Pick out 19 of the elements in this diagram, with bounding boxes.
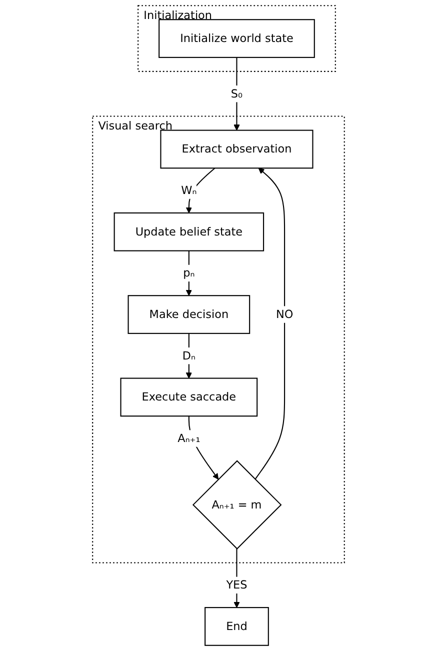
arrow [234,548,240,608]
node-box: Execute saccade [120,378,258,417]
node-box: Update belief state [114,212,264,252]
edge-label: Wₙ [181,184,197,197]
edge-label: YES [226,578,248,592]
node-box: Extract observation [160,130,314,169]
node-box: Make decision [128,295,250,334]
edge-label: Dₙ [182,348,196,362]
edge-label: Aₙ₊₁ [178,431,200,445]
edge-label: S₀ [230,86,243,100]
edge-label: NO [276,308,294,321]
node-diamond: Aₙ₊₁ = m [192,460,282,550]
arrow [234,57,240,131]
node-box: Initialize world state [158,19,315,58]
arrow [254,168,286,480]
arrow [188,416,219,480]
node-box: End [204,607,269,646]
edge-label: pₙ [183,266,195,280]
arrow [186,168,216,214]
